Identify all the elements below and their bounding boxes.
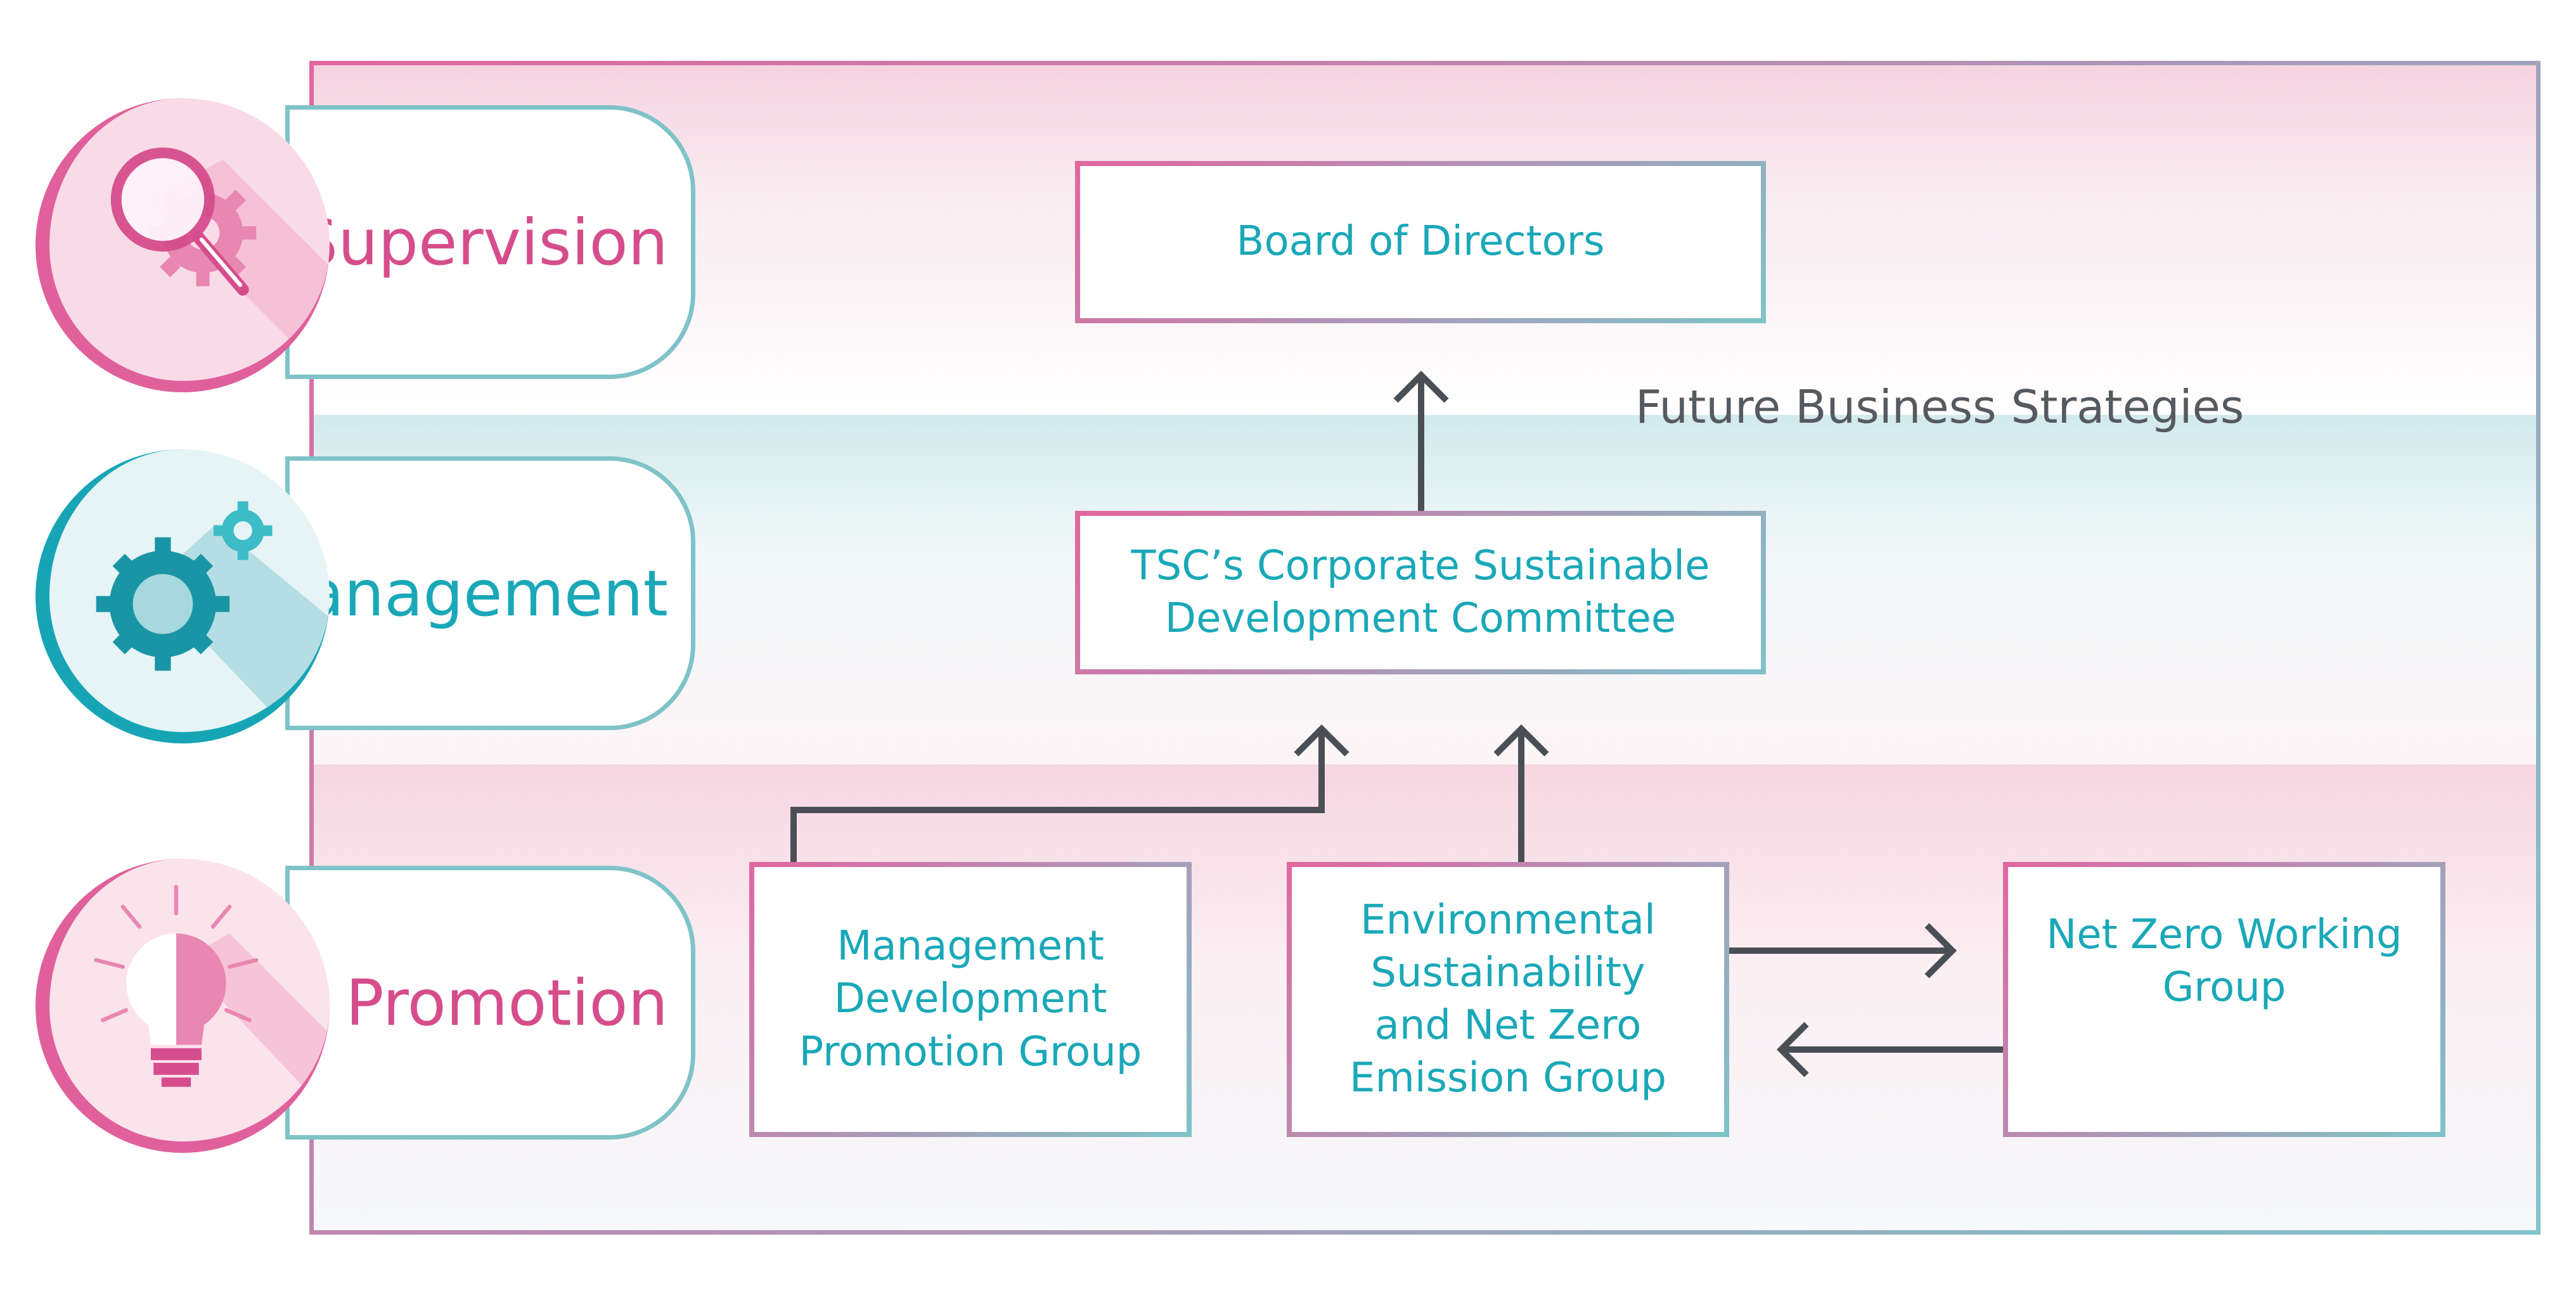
arrowhead-board (1393, 370, 1449, 403)
arrowhead-committee-left (1294, 724, 1349, 757)
sustainable-development-committee-box: TSC’s Corporate Sustainable Development … (1075, 511, 1766, 674)
management-development-group-box: Management Development Promotion Group (749, 862, 1192, 1137)
management-development-group-label: Management Development Promotion Group (799, 923, 1142, 1076)
net-zero-working-group-box: Net Zero Working Group (2003, 862, 2445, 1137)
board-of-directors-label: Board of Directors (1236, 218, 1605, 266)
net-zero-working-group-label: Net Zero Working Group (2046, 911, 2402, 1012)
tier-label-supervision: Supervision (297, 205, 668, 280)
arrowhead-env (1776, 1022, 1809, 1077)
arrowhead-netzero (1924, 923, 1957, 979)
board-of-directors-box: Board of Directors (1075, 161, 1766, 323)
gears-icon (35, 449, 330, 743)
tier-tab-supervision: Supervision (285, 105, 695, 379)
committee-label: TSC’s Corporate Sustainable Development … (1131, 542, 1710, 642)
environmental-sustainability-group-label: Environmental Sustainability and Net Zer… (1349, 896, 1666, 1102)
tier-label-promotion: Promotion (345, 965, 668, 1040)
future-business-strategies-label: Future Business Strategies (1635, 380, 2244, 434)
magnifier-gear-icon (35, 98, 330, 392)
environmental-sustainability-group-box: Environmental Sustainability and Net Zer… (1287, 862, 1729, 1137)
arrow-mgmt-group-to-committee (790, 729, 1325, 862)
arrowhead-committee-right (1493, 724, 1549, 757)
tier-tab-management: Management (250, 456, 695, 730)
